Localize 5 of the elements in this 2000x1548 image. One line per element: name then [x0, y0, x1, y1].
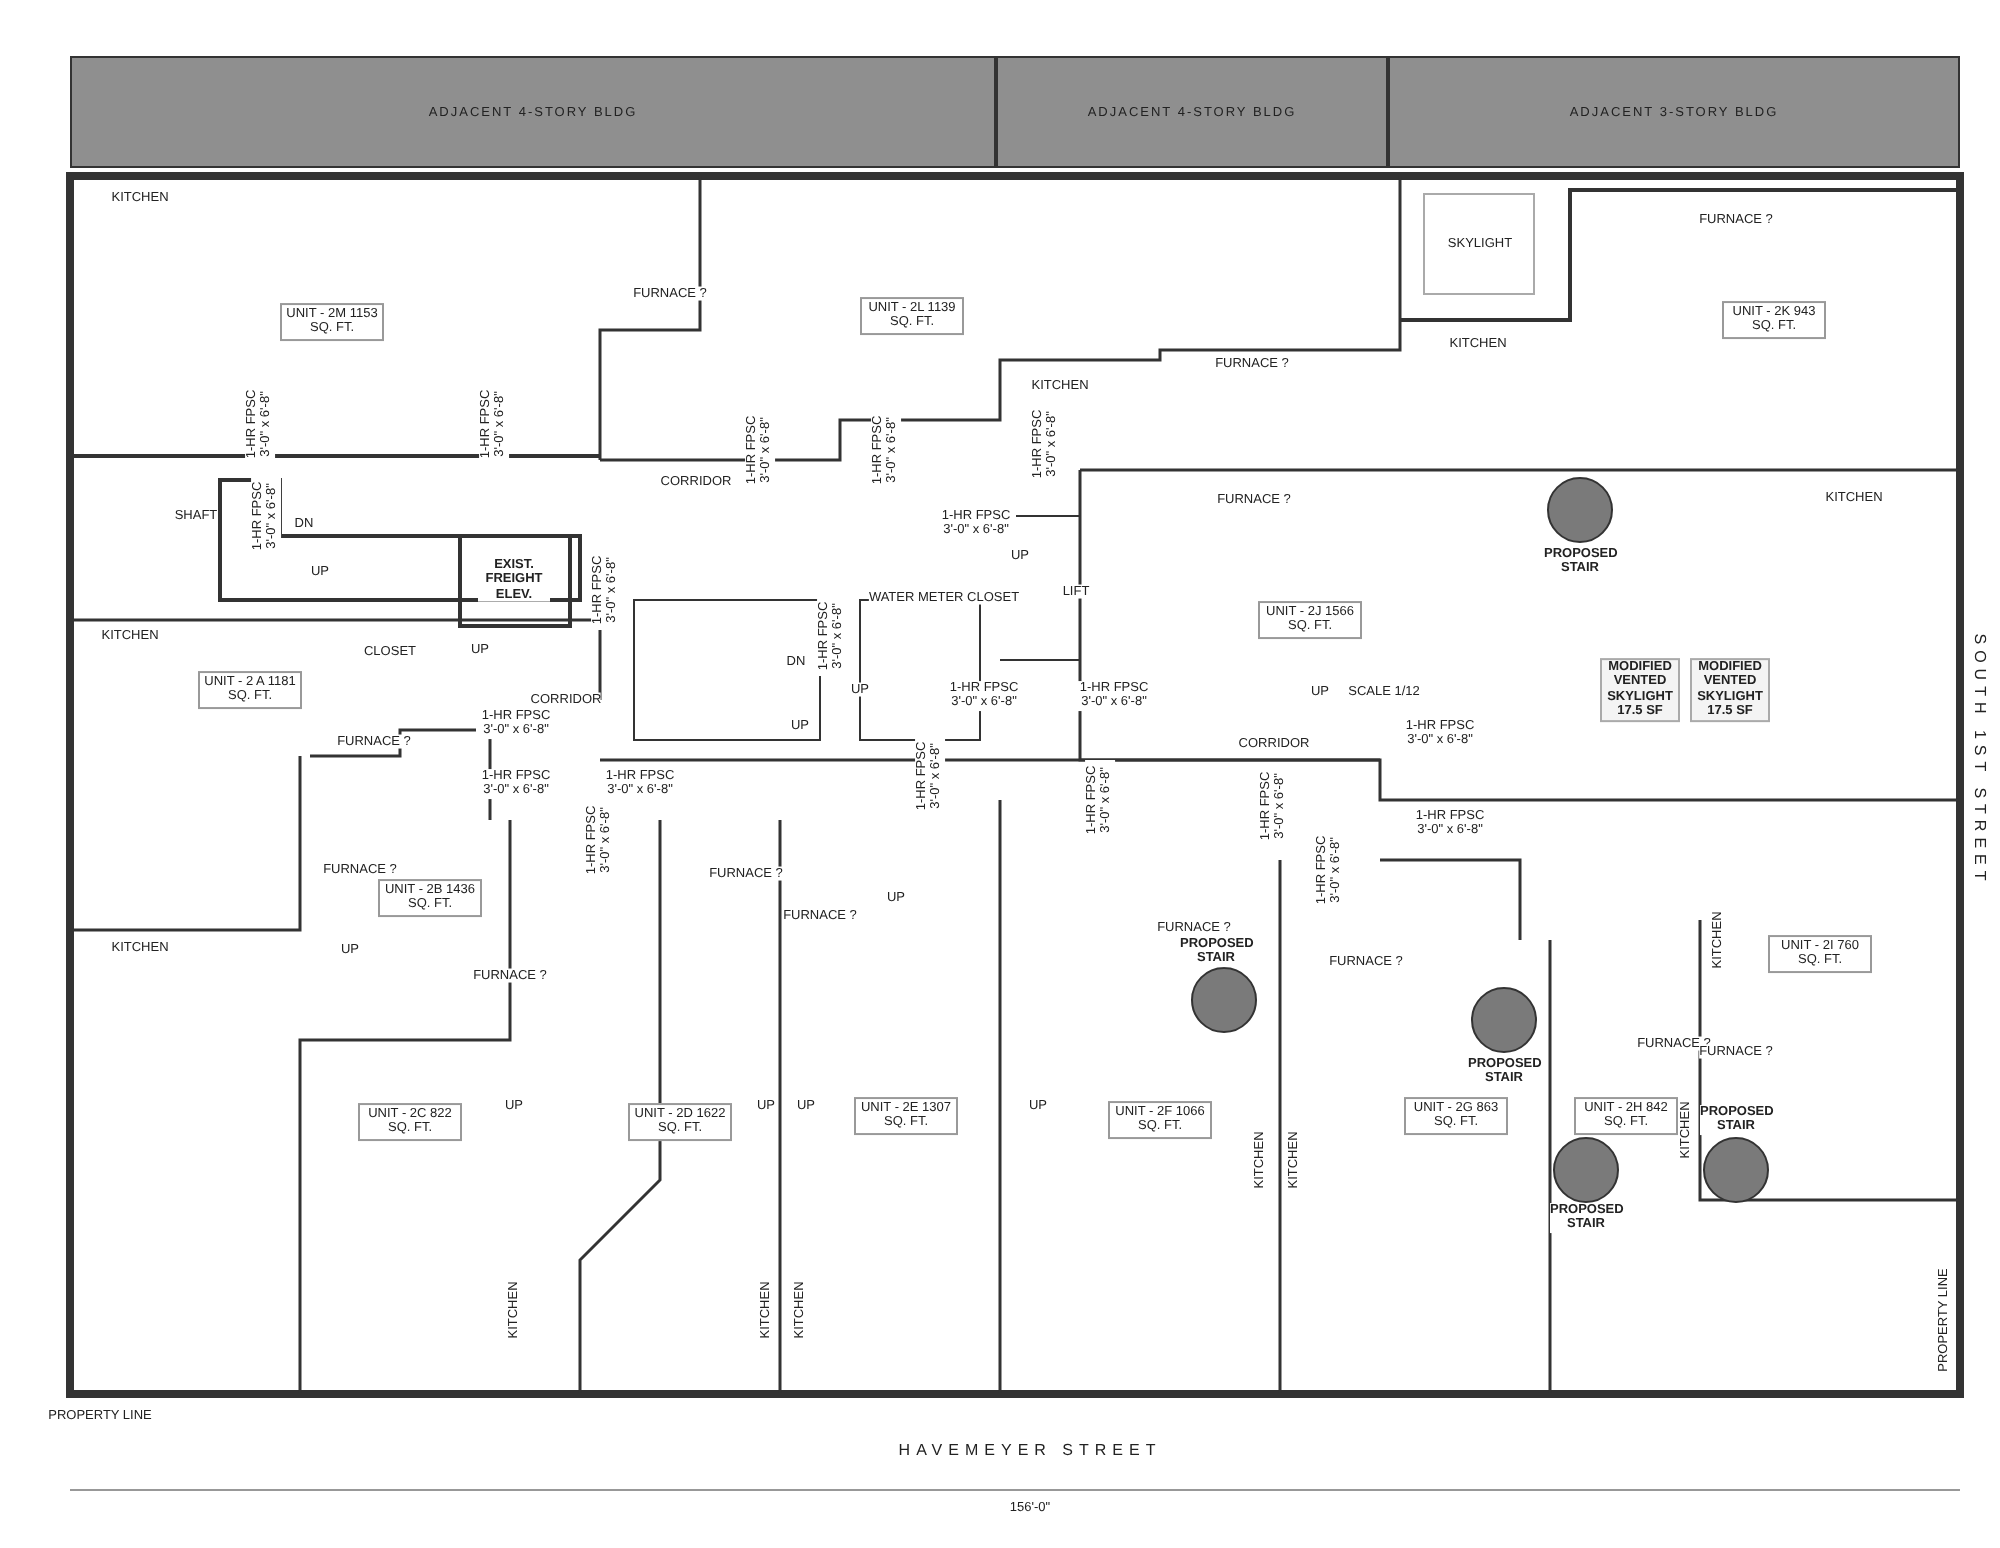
street-name: SOUTH 1ST STREET	[1970, 633, 1990, 887]
adjacent-building-block	[996, 56, 1388, 168]
street-name: HAVEMEYER STREET	[898, 1440, 1162, 1460]
adjacent-building-block	[1388, 56, 1960, 168]
adjacent-building-block	[70, 56, 996, 168]
